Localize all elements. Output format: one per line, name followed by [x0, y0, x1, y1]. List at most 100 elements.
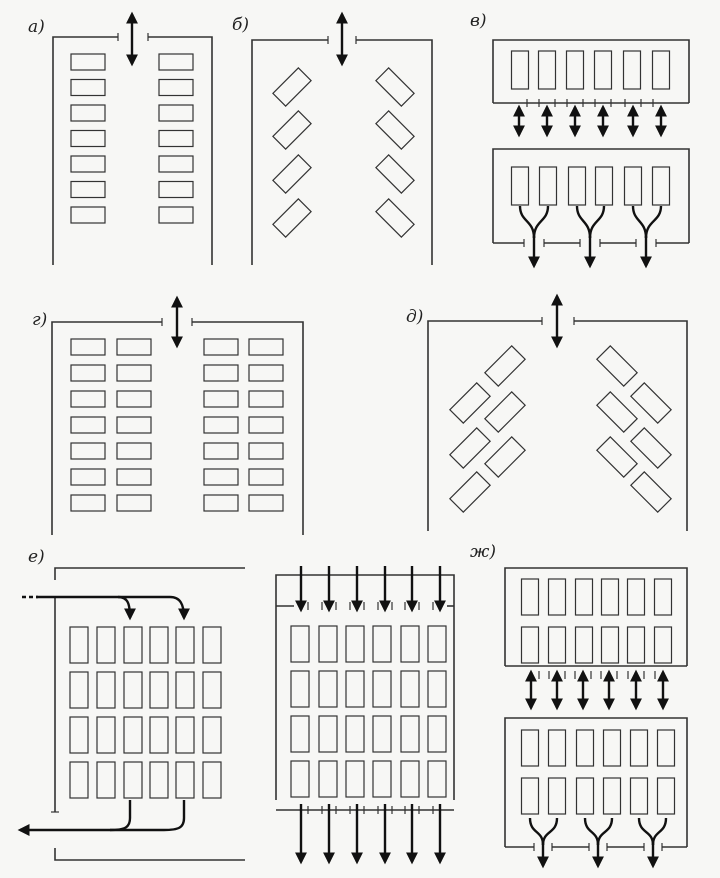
- parking-stall: [248, 338, 284, 356]
- parking-stall: [203, 494, 239, 512]
- parking-stall: [70, 53, 106, 71]
- parking-stall: [372, 760, 392, 798]
- parking-stall: [158, 53, 194, 71]
- traffic-path: [637, 817, 655, 846]
- parking-stall: [290, 625, 310, 663]
- parking-stall: [96, 761, 116, 799]
- parking-stall: [203, 338, 239, 356]
- parking-stall: [202, 716, 222, 754]
- parking-stall: [248, 416, 284, 434]
- building-wall: [504, 567, 688, 666]
- parking-stall: [116, 442, 152, 460]
- building-wall: [574, 320, 688, 531]
- parking-stall: [149, 626, 169, 664]
- panel-label-zh: ж): [470, 542, 496, 562]
- building-wall: [492, 39, 690, 103]
- parking-stall: [318, 625, 338, 663]
- parking-stall: [510, 166, 530, 206]
- parking-stall: [202, 671, 222, 709]
- traffic-path: [596, 817, 614, 846]
- traffic-path: [532, 205, 550, 239]
- parking-stall: [427, 670, 447, 708]
- parking-stall: [123, 761, 143, 799]
- parking-stall: [629, 470, 673, 514]
- parking-stall: [202, 761, 222, 799]
- parking-stall: [600, 626, 620, 664]
- parking-stall: [594, 166, 614, 206]
- parking-stall: [272, 198, 312, 238]
- parking-stall: [318, 715, 338, 753]
- parking-stall: [70, 206, 106, 224]
- traffic-path: [518, 205, 536, 239]
- parking-stall: [70, 390, 106, 408]
- parking-stall: [448, 381, 492, 425]
- building-wall: [51, 321, 162, 535]
- parking-stall: [203, 442, 239, 460]
- parking-stall: [69, 761, 89, 799]
- parking-stall: [520, 626, 540, 664]
- traffic-path: [644, 205, 663, 239]
- parking-stall: [248, 442, 284, 460]
- building-wall: [192, 321, 304, 535]
- parking-stall: [116, 468, 152, 486]
- parking-stall: [70, 416, 106, 434]
- parking-stall: [203, 364, 239, 382]
- parking-stall: [372, 670, 392, 708]
- parking-stall: [400, 715, 420, 753]
- parking-stall: [70, 155, 106, 173]
- panel-g: [51, 295, 304, 535]
- parking-stall: [575, 777, 595, 815]
- parking-stall: [626, 626, 646, 664]
- parking-stall: [623, 166, 643, 206]
- parking-stall: [600, 578, 620, 616]
- parking-stall: [538, 166, 558, 206]
- parking-stall: [595, 390, 639, 434]
- traffic-path: [541, 817, 559, 846]
- panel-a: [52, 11, 213, 265]
- traffic-path: [651, 817, 668, 846]
- parking-stall: [123, 716, 143, 754]
- building-wall: [356, 39, 433, 265]
- parking-stall: [345, 760, 365, 798]
- parking-stall: [116, 390, 152, 408]
- parking-stall: [629, 729, 649, 767]
- parking-stall: [547, 626, 567, 664]
- parking-stall: [158, 155, 194, 173]
- parking-stall: [372, 625, 392, 663]
- parking-stall: [290, 670, 310, 708]
- building-wall: [427, 320, 542, 531]
- parking-stall: [653, 626, 673, 664]
- parking-stall: [629, 381, 673, 425]
- parking-stall: [400, 670, 420, 708]
- parking-stall: [116, 494, 152, 512]
- panel-label-e: е): [28, 547, 45, 567]
- parking-stall: [70, 364, 106, 382]
- parking-stall: [400, 625, 420, 663]
- traffic-path: [110, 800, 186, 832]
- parking-stall: [448, 426, 492, 470]
- parking-stall: [656, 729, 676, 767]
- parking-stall: [149, 716, 169, 754]
- parking-stall: [70, 338, 106, 356]
- parking-stall: [375, 198, 415, 238]
- parking-stall: [96, 716, 116, 754]
- parking-stall: [595, 344, 639, 388]
- parking-stall: [574, 626, 594, 664]
- parking-stall: [602, 729, 622, 767]
- parking-stall: [69, 716, 89, 754]
- panel-zh: [504, 567, 688, 869]
- parking-stall: [158, 206, 194, 224]
- parking-stall: [70, 104, 106, 122]
- parking-stall: [656, 777, 676, 815]
- panel-label-g: г): [32, 310, 47, 330]
- parking-stall: [520, 777, 540, 815]
- panel-v: [492, 39, 690, 269]
- parking-stall: [318, 670, 338, 708]
- building-wall: [52, 36, 118, 265]
- building-wall: [251, 39, 328, 265]
- parking-stall: [69, 626, 89, 664]
- parking-stall: [248, 390, 284, 408]
- parking-stall: [69, 671, 89, 709]
- parking-stall: [345, 670, 365, 708]
